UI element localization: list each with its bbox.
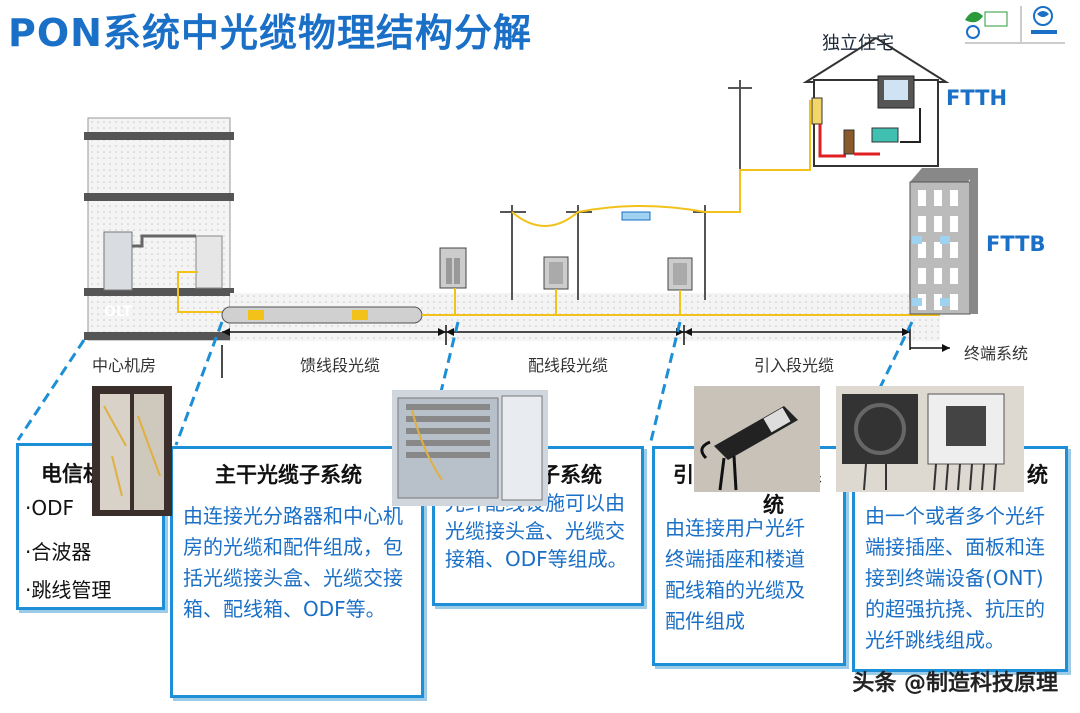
source-watermark: 头条 @制造科技原理 (852, 671, 1058, 696)
bullet-jumper: ·跳线管理 (25, 578, 112, 602)
splice-closure-photo (694, 386, 820, 492)
feeder-segment-label: 馈线段光缆 (300, 356, 381, 375)
drop-box-heading-c: 统 (763, 493, 784, 517)
terminal-segment-label: 终端系统 (964, 344, 1029, 363)
central-office-label: 中心机房 (92, 356, 157, 375)
terminal-box-text: 由一个或者多个光纤端接插座、面板和连接到终端设备(ONT)的超强抗挠、抗压的光纤… (865, 504, 1045, 652)
bullet-odf: ·ODF (25, 496, 75, 520)
distribution-segment-label: 配线段光缆 (528, 356, 609, 375)
central-office-building (84, 117, 234, 341)
fttb-label: FTTB (986, 232, 1046, 256)
house-illustration (802, 36, 950, 167)
page-title: PON系统中光缆物理结构分解 (8, 11, 532, 55)
terminal-box-photo (836, 386, 1024, 492)
drop-box-heading-a: 引 (673, 463, 694, 487)
house-label: 独立住宅 (822, 33, 894, 54)
distribution-box-heading: 子系统 (539, 463, 602, 487)
trunk-box-text: 由连接光分路器和中心机房的光缆和配件组成，包括光缆接头盒、光缆交接箱、配线箱、O… (183, 504, 403, 621)
terminal-box-heading: 统 (1027, 463, 1048, 487)
trunk-cable-box: 主干光缆子系统 由连接光分路器和中心机房的光缆和配件组成，包括光缆接头盒、光缆交… (170, 446, 424, 698)
odf-rack-photo (92, 386, 172, 516)
drop-segment-label: 引入段光缆 (754, 356, 835, 375)
distribution-cabinet-photo (392, 390, 548, 506)
bullet-multiplexer: ·合波器 (25, 540, 92, 564)
olt-label: OLT (104, 304, 133, 320)
terminal-system-box: 统 由一个或者多个光纤端接插座、面板和连接到终端设备(ONT)的超强抗挠、抗压的… (852, 446, 1068, 672)
apartment-building (909, 168, 978, 315)
drop-box-text: 由连接用户光纤终端插座和楼道配线箱的光缆及配件组成 (665, 516, 805, 633)
trunk-box-heading: 主干光缆子系统 (215, 463, 362, 487)
ftth-label: FTTH (946, 86, 1008, 110)
expo-china-mobile-logo (965, 6, 1065, 44)
